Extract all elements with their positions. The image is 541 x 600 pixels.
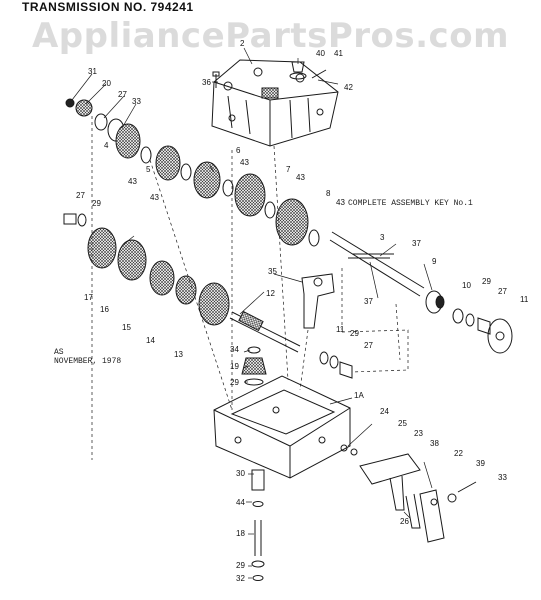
- right-end-parts: [452, 308, 513, 354]
- callout-1a: 1A: [354, 391, 364, 400]
- callout-33: 33: [498, 473, 507, 482]
- callout-27: 27: [118, 90, 127, 99]
- callout-14: 14: [146, 336, 155, 345]
- callout-43: 43: [240, 158, 249, 167]
- callout-29: 29: [350, 329, 359, 338]
- callout-13: 13: [174, 350, 183, 359]
- callout-43: 43: [336, 198, 345, 207]
- callout-15: 15: [122, 323, 131, 332]
- callout-36: 36: [202, 78, 211, 87]
- callout-41: 41: [334, 49, 343, 58]
- callout-37: 37: [364, 297, 373, 306]
- callout-35: 35: [268, 267, 277, 276]
- callout-7: 7: [286, 165, 291, 174]
- callout-25: 25: [398, 419, 407, 428]
- callout-8: 8: [326, 189, 331, 198]
- left-gear-cluster: [63, 213, 230, 326]
- callout-4: 4: [104, 141, 109, 150]
- callout-20: 20: [102, 79, 111, 88]
- bevel-gear-19: [241, 346, 267, 386]
- callout-38: 38: [430, 439, 439, 448]
- callout-12: 12: [266, 289, 275, 298]
- callout-39: 39: [476, 459, 485, 468]
- callout-27: 27: [76, 191, 85, 200]
- callout-43: 43: [296, 173, 305, 182]
- vent-cap-assembly: [289, 61, 327, 80]
- callout-32: 32: [236, 574, 245, 583]
- upper-gear-train: [65, 98, 320, 247]
- callout-11: 11: [336, 325, 345, 334]
- callout-9: 9: [432, 257, 437, 266]
- callout-31: 31: [88, 67, 97, 76]
- callout-27: 27: [364, 341, 373, 350]
- date-note-line2: NOVEMBER, 1978: [54, 357, 122, 366]
- callout-27: 27: [498, 287, 507, 296]
- shift-fork-35: [301, 273, 335, 329]
- leader-lines: [71, 47, 433, 579]
- callout-37: 37: [412, 239, 421, 248]
- callout-19: 19: [230, 362, 239, 371]
- top-cover-housing: [211, 59, 339, 147]
- callout-43: 43: [150, 193, 159, 202]
- callout-40: 40: [316, 49, 325, 58]
- callout-29: 29: [236, 561, 245, 570]
- callout-42: 42: [344, 83, 353, 92]
- assembly-note: COMPLETE ASSEMBLY KEY No.1: [348, 199, 473, 208]
- callout-44: 44: [236, 498, 245, 507]
- callout-22: 22: [454, 449, 463, 458]
- callout-3: 3: [380, 233, 385, 242]
- callout-6: 6: [236, 146, 241, 155]
- callout-30: 30: [236, 469, 245, 478]
- callout-2: 2: [240, 39, 245, 48]
- callout-11: 11: [520, 295, 529, 304]
- date-note-line1: AS: [54, 348, 64, 357]
- callout-34: 34: [230, 345, 239, 354]
- callout-29: 29: [92, 199, 101, 208]
- callout-17: 17: [84, 293, 93, 302]
- bolt-36: [212, 71, 220, 88]
- callout-26: 26: [400, 517, 409, 526]
- callout-18: 18: [236, 529, 245, 538]
- callout-29: 29: [482, 277, 491, 286]
- callout-29: 29: [230, 378, 239, 387]
- callout-16: 16: [100, 305, 109, 314]
- shaft-12: [229, 310, 301, 353]
- washers-11-29-27: [319, 351, 353, 379]
- callout-43: 43: [128, 177, 137, 186]
- callout-10: 10: [462, 281, 471, 290]
- callout-5: 5: [146, 165, 151, 174]
- lower-case-1a: [213, 375, 351, 479]
- alignment-guides: [91, 116, 409, 460]
- lower-shaft-stack: [251, 469, 265, 581]
- callout-33: 33: [132, 97, 141, 106]
- callout-23: 23: [414, 429, 423, 438]
- callout-labels: 31 20 27 33 4 43 5 43 36 2 40 41 42 6 43…: [76, 39, 529, 583]
- shaft-3: [329, 231, 445, 314]
- page-title: TRANSMISSION NO. 794241: [22, 0, 194, 14]
- shift-linkage: [340, 444, 477, 543]
- callout-24: 24: [380, 407, 389, 416]
